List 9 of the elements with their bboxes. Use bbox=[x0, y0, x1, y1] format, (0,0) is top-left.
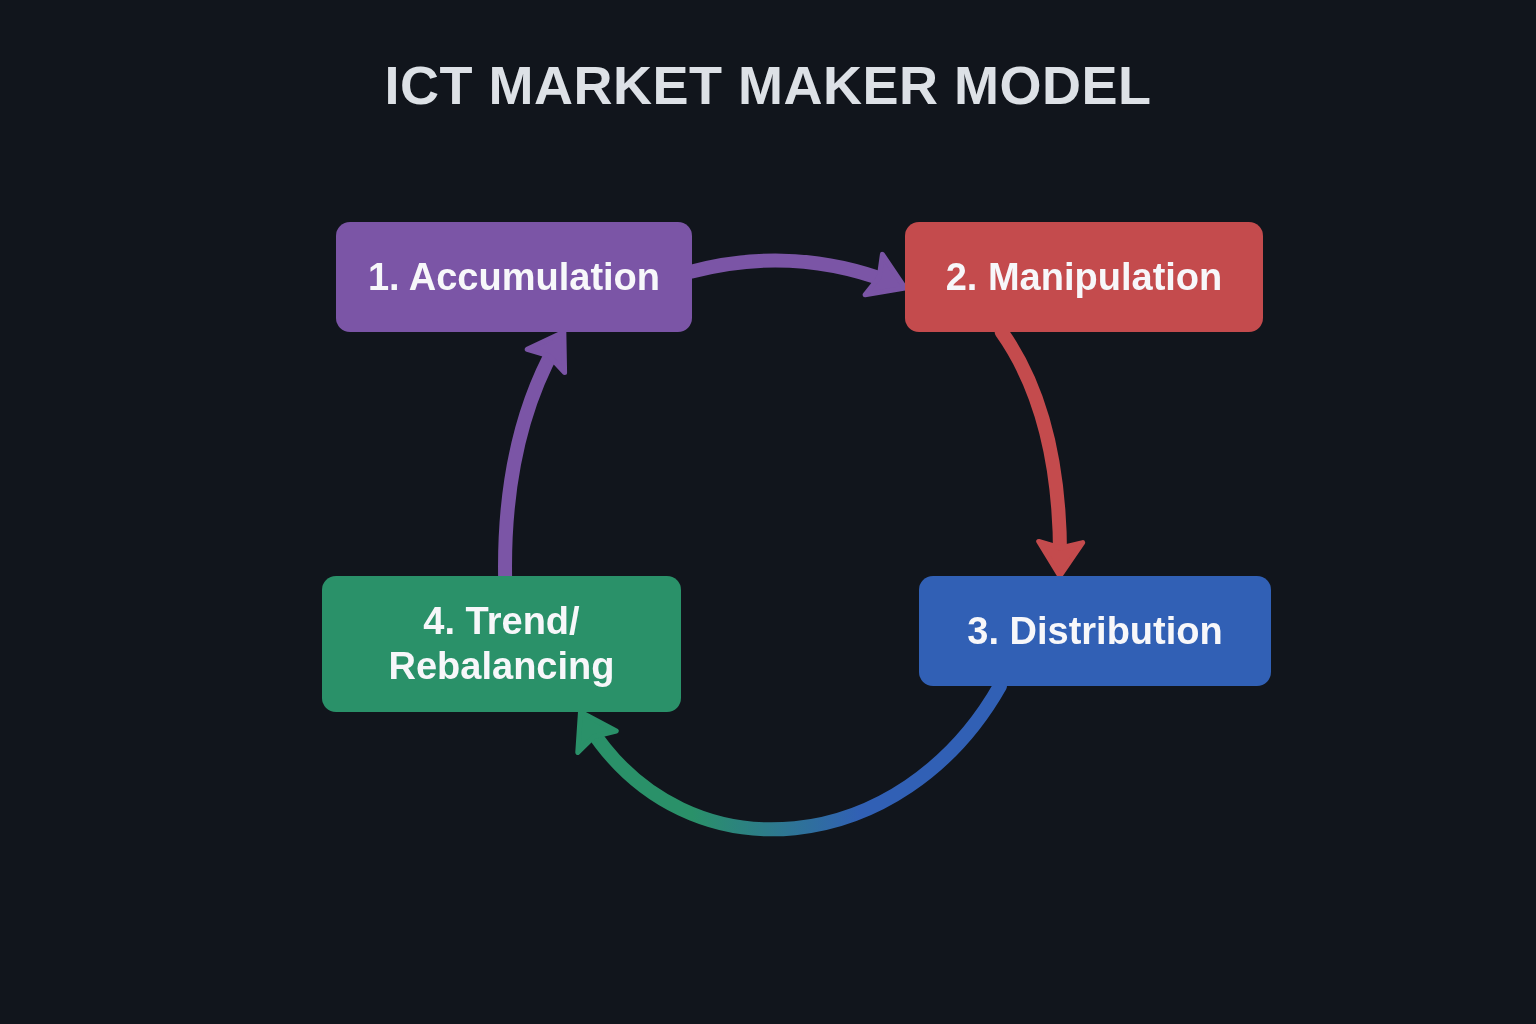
stage-label: 2. Manipulation bbox=[945, 254, 1223, 300]
stage-label: 1. Accumulation bbox=[367, 254, 661, 300]
stage-label: 3. Distribution bbox=[967, 608, 1223, 654]
title: ICT MARKET MAKER MODEL bbox=[384, 55, 1152, 115]
process-box bbox=[336, 222, 692, 332]
process-box bbox=[919, 576, 1271, 686]
stage-label: 4. Trend/ Rebalancing bbox=[387, 599, 616, 689]
process-box bbox=[322, 576, 681, 712]
process-box bbox=[905, 222, 1263, 332]
